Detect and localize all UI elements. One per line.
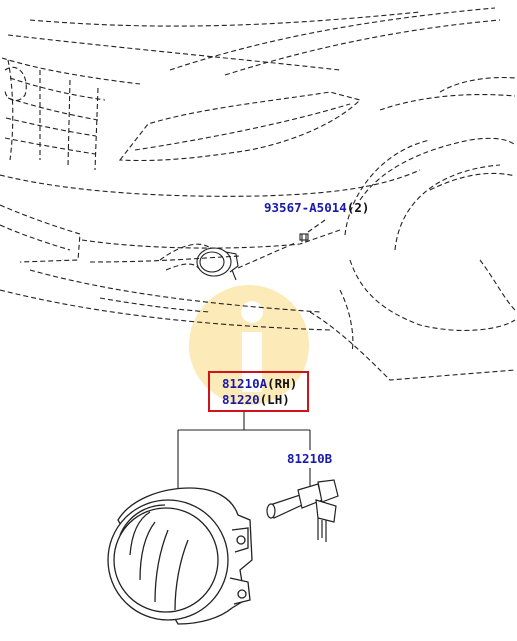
vehicle-front-outline	[0, 7, 516, 381]
bolt-part-label[interactable]: 93567-A5014(2)	[264, 201, 369, 215]
side-indicator: (LH)	[259, 392, 290, 407]
highlight-box	[208, 371, 309, 412]
fog-lamp-assembly	[107, 487, 253, 625]
fog-lamp-rh-label[interactable]: 81210A(RH)	[222, 377, 297, 391]
part-number[interactable]: 93567-A5014	[264, 200, 347, 215]
part-number[interactable]: 81210B	[287, 451, 333, 466]
bulb-part-label[interactable]: 81210B	[287, 452, 332, 466]
side-indicator: (RH)	[267, 376, 298, 391]
part-number[interactable]: 81220	[222, 392, 260, 407]
fog-lamp-lh-label[interactable]: 81220(LH)	[222, 393, 290, 407]
bulb-icon	[266, 479, 339, 542]
callout-leader-lines	[177, 412, 311, 495]
bolt-icon	[299, 233, 309, 242]
part-number[interactable]: 81210A	[222, 376, 268, 391]
installed-fog-lamp	[196, 247, 239, 281]
quantity: (2)	[346, 200, 370, 215]
